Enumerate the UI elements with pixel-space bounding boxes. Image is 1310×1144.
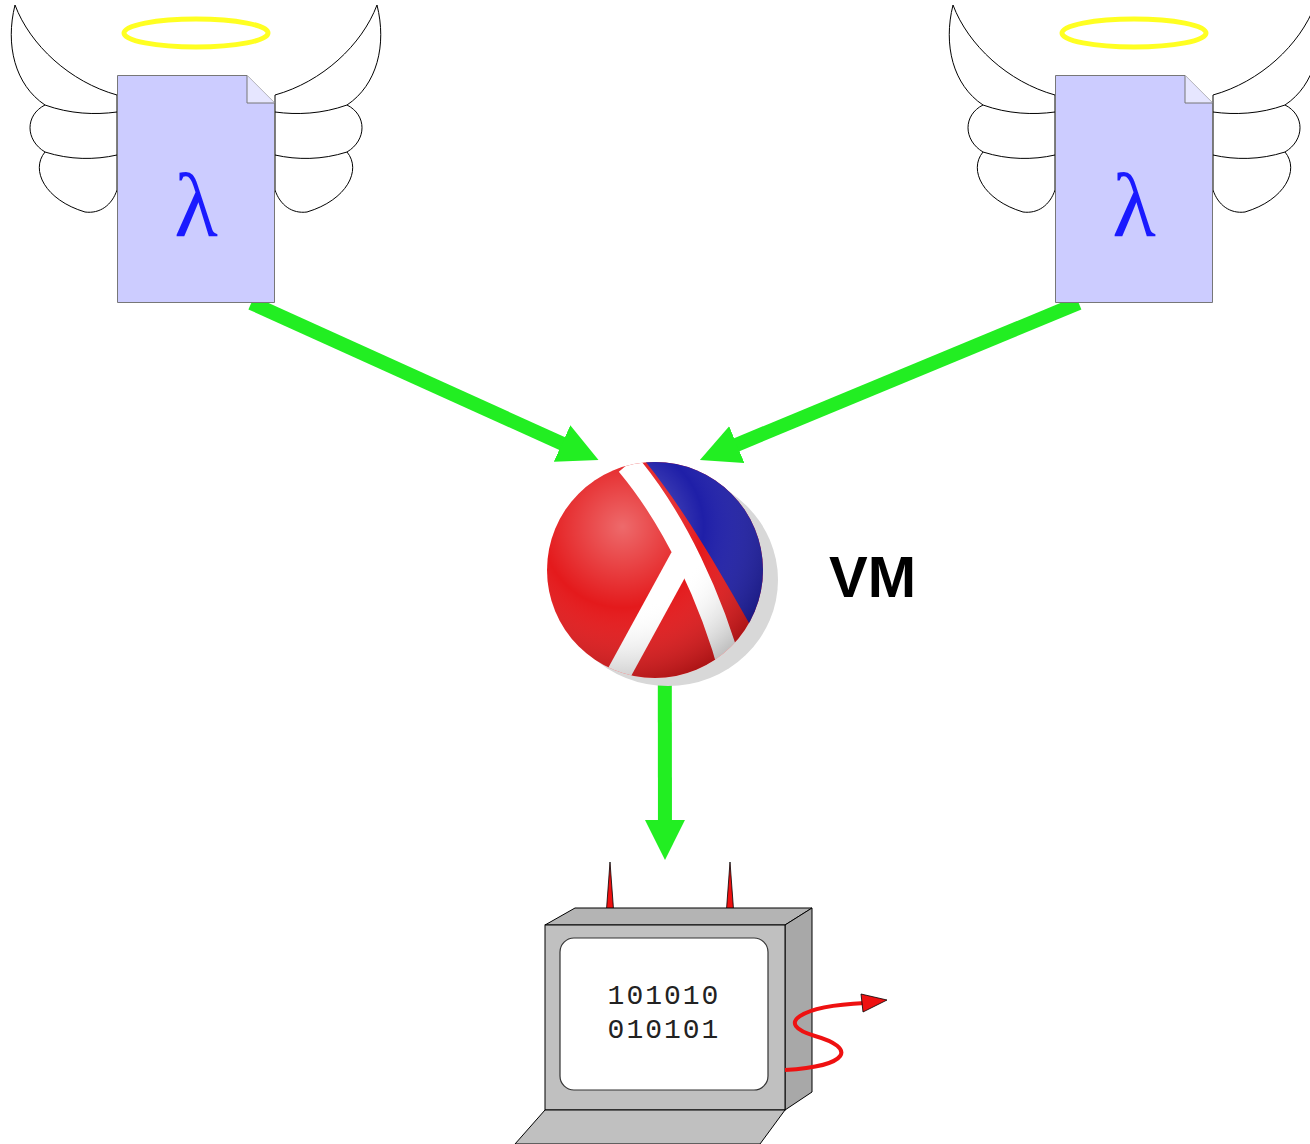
binary-output: 101010 010101 (589, 980, 739, 1047)
wing-feather (275, 105, 347, 114)
halo (124, 19, 268, 47)
logo-sphere (547, 462, 763, 678)
flow-arrow (735, 303, 1079, 445)
wing-outline (11, 5, 117, 212)
logo-blue-part (547, 455, 780, 678)
wing-feather (983, 152, 1055, 158)
lambda-document: λ (117, 75, 275, 303)
screen (560, 938, 768, 1090)
document-page (1056, 76, 1213, 303)
racket-vm-logo: VM (540, 460, 930, 680)
right-wing (1213, 5, 1310, 212)
lambda-symbol: λ (174, 161, 218, 251)
flow-arrow (658, 680, 672, 822)
right-wing (275, 5, 381, 212)
wing-feather (45, 105, 117, 114)
wing-outline (275, 5, 381, 212)
monitor-front (545, 925, 785, 1110)
halo (1062, 19, 1206, 47)
left-wing (949, 5, 1055, 212)
vm-label: VM (829, 548, 916, 606)
document-page (118, 76, 275, 303)
monitor-side (785, 908, 812, 1110)
keyboard-base (515, 1110, 785, 1144)
network-cable (785, 1003, 865, 1070)
wing-outline (1213, 5, 1310, 212)
wing-feather (983, 105, 1055, 114)
cable-arrow (861, 994, 887, 1012)
lambda-symbol: λ (1112, 161, 1156, 251)
document-fold (247, 76, 275, 104)
document-fold (1185, 76, 1213, 104)
wing-feather (275, 152, 347, 158)
wing-outline (949, 5, 1055, 212)
left-wing (11, 5, 117, 212)
monitor-top (545, 908, 812, 925)
wing-feather (1213, 152, 1285, 158)
logo-shine (547, 462, 763, 678)
wing-feather (1213, 105, 1285, 114)
wing-feather (45, 152, 117, 158)
computer: 101010 010101 (515, 860, 890, 1144)
flow-arrow (251, 303, 564, 444)
lambda-document: λ (1055, 75, 1213, 303)
